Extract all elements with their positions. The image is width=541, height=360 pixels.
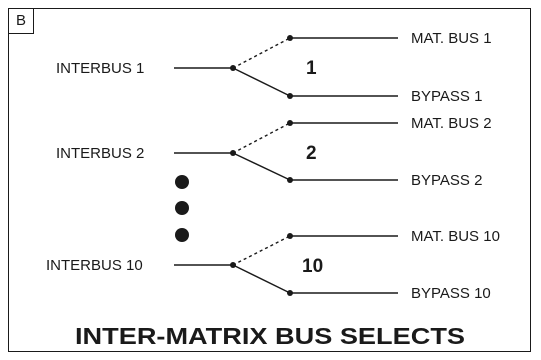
dashed-switch-line xyxy=(232,37,291,69)
ellipsis-dot xyxy=(175,201,189,215)
pivot-node xyxy=(230,150,236,156)
group-number: 10 xyxy=(302,256,323,277)
pivot-node xyxy=(230,262,236,268)
switch-line xyxy=(232,67,291,97)
diagram-title: INTER-MATRIX BUS SELECTS xyxy=(75,323,465,349)
ellipsis-dot xyxy=(175,228,189,242)
output-label-mat-bus-1: MAT. BUS 1 xyxy=(411,30,492,47)
input-label-interbus-2: INTERBUS 2 xyxy=(56,145,144,162)
input-label-interbus-10: INTERBUS 10 xyxy=(46,257,143,274)
output-label-bypass-1: BYPASS 1 xyxy=(411,88,482,105)
switch-line xyxy=(232,152,291,181)
ellipsis-dot xyxy=(175,175,189,189)
bus-select-group-2: INTERBUS 2 2 MAT. BUS 2 BYPASS 2 xyxy=(56,115,492,189)
output-label-mat-bus-2: MAT. BUS 2 xyxy=(411,115,492,132)
output-label-bypass-10: BYPASS 10 xyxy=(411,285,491,302)
output-label-bypass-2: BYPASS 2 xyxy=(411,172,482,189)
group-number: 1 xyxy=(306,58,317,79)
panel-label: B xyxy=(9,9,34,34)
dashed-switch-line xyxy=(232,122,291,154)
ellipsis-dots xyxy=(175,175,189,242)
bus-select-group-10: INTERBUS 10 10 MAT. BUS 10 BYPASS 10 xyxy=(46,228,500,302)
output-label-mat-bus-10: MAT. BUS 10 xyxy=(411,228,500,245)
diagram-frame: B xyxy=(8,8,531,352)
group-number: 2 xyxy=(306,143,317,164)
dashed-switch-line xyxy=(232,235,291,266)
bus-select-group-1: INTERBUS 1 1 MAT. BUS 1 BYPASS 1 xyxy=(56,30,492,105)
pivot-node xyxy=(230,65,236,71)
switch-line xyxy=(232,264,291,294)
input-label-interbus-1: INTERBUS 1 xyxy=(56,60,144,77)
